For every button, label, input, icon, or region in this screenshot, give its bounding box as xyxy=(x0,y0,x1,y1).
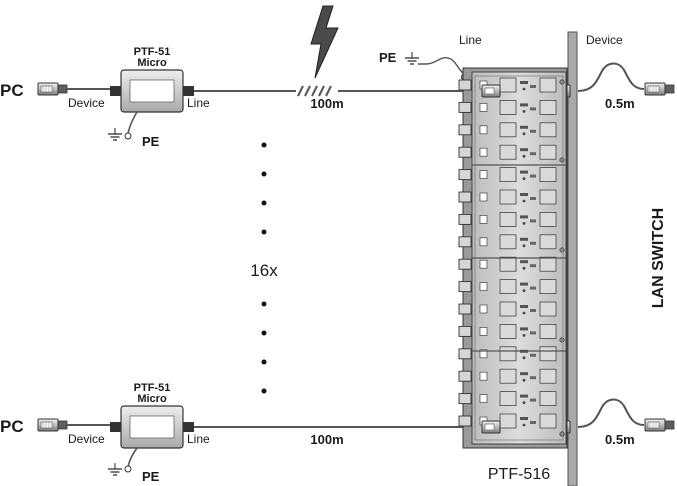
protector-line-label-bottom: Line xyxy=(187,432,210,446)
channel-top: PC PTF-51 Micro Device Line PE 100m xyxy=(0,5,463,149)
ptf516-panel xyxy=(458,67,568,449)
protector-line-label-top: Line xyxy=(187,96,210,110)
count-label: 16x xyxy=(250,261,278,280)
patch-cable-top xyxy=(540,62,675,98)
pe-label-bottom: PE xyxy=(142,469,160,484)
cable-length-label-top: 100m xyxy=(310,96,343,111)
cable-length-label-bottom: 100m xyxy=(310,432,343,447)
patch-length-label-bottom: 0.5m xyxy=(605,432,635,447)
protector-device-label-top: Device xyxy=(68,96,105,110)
pc-connector-bottom xyxy=(37,418,68,432)
patch-cable-bottom xyxy=(540,398,675,434)
panel-pe-wire xyxy=(418,56,466,76)
pc-label-top: PC xyxy=(0,81,24,100)
protector-variant-top: Micro xyxy=(137,57,167,69)
channel-bottom: PC PTF-51 Micro Device Line PE 100m xyxy=(0,382,463,484)
panel-pe-label: PE xyxy=(379,50,397,65)
lan-switch-label: LAN SWITCH xyxy=(650,208,667,308)
protector-variant-bottom: Micro xyxy=(137,393,167,405)
switch-device-label: Device xyxy=(586,33,623,47)
ground-icon-bottom xyxy=(107,462,123,476)
ptf51-protector-bottom xyxy=(109,405,195,449)
protector-device-label-bottom: Device xyxy=(68,432,105,446)
pe-terminal-bottom xyxy=(124,465,132,473)
ground-icon-top xyxy=(107,127,123,141)
pe-wire-top xyxy=(127,111,138,135)
patch-length-label-top: 0.5m xyxy=(605,96,635,111)
pc-connector-top xyxy=(37,82,68,96)
panel-line-label: Line xyxy=(459,33,482,47)
protector-model-top: PTF-51 xyxy=(134,46,171,58)
lan-switch-panel xyxy=(567,31,578,486)
panel-ground-icon xyxy=(404,51,420,65)
cable-break-top xyxy=(296,82,338,100)
multiplicity-dots xyxy=(261,142,267,394)
pc-label-bottom: PC xyxy=(0,417,24,436)
ptf51-protector-top xyxy=(109,69,195,113)
pe-label-top: PE xyxy=(142,134,160,149)
pe-wire-bottom xyxy=(127,447,138,468)
panel-model-label: PTF-516 xyxy=(488,466,550,483)
pe-terminal-top xyxy=(124,132,132,140)
lightning-icon xyxy=(310,5,339,79)
protector-model-bottom: PTF-51 xyxy=(134,382,171,394)
